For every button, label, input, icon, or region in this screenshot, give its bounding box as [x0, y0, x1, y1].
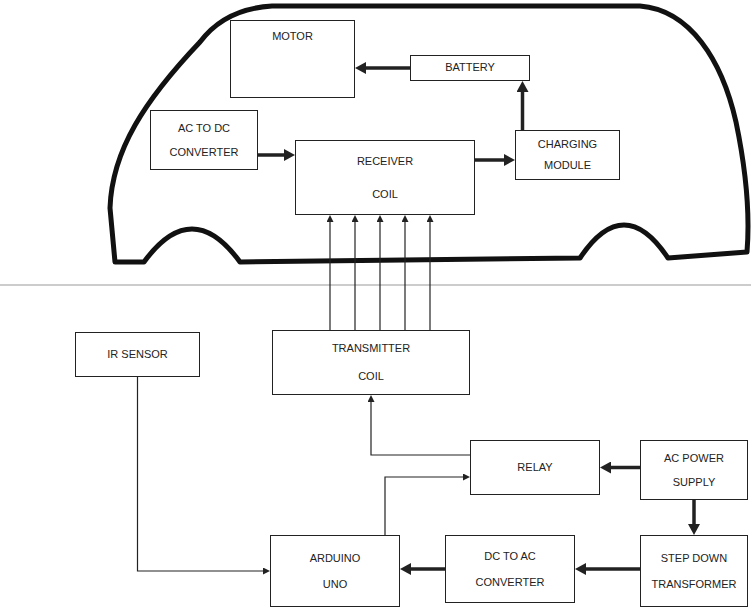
process-box: RELAY — [470, 440, 600, 495]
box-label: RELAY — [517, 459, 552, 477]
process-box: RECEIVER COIL — [295, 140, 475, 215]
process-box: AC TO DC CONVERTER — [150, 110, 258, 170]
process-box: AC POWER SUPPLY — [640, 440, 748, 500]
power-arrow — [475, 158, 504, 162]
power-arrow — [611, 466, 640, 470]
power-arrow — [366, 66, 410, 70]
box-label: STEP DOWN TRANSFORMER — [649, 545, 739, 598]
power-arrow — [411, 567, 445, 571]
box-label: TRANSMITTER COIL — [326, 335, 416, 390]
box-label: BATTERY — [445, 59, 495, 77]
signal-arrow — [371, 402, 470, 455]
box-label: MOTOR — [272, 25, 313, 47]
box-label: AC TO DC CONVERTER — [167, 116, 242, 164]
process-box: TRANSMITTER COIL — [272, 330, 470, 395]
signal-arrow — [404, 222, 405, 330]
connector-group — [138, 68, 695, 571]
box-label: AC POWER SUPPLY — [659, 446, 729, 494]
process-box: ARDUINO UNO — [270, 535, 400, 607]
power-arrow — [258, 153, 284, 157]
signal-arrow — [385, 477, 463, 535]
box-label: RECEIVER COIL — [349, 145, 422, 211]
car-outline — [110, 6, 748, 262]
process-box: IR SENSOR — [75, 332, 200, 377]
signal-arrow — [329, 222, 330, 330]
process-box: BATTERY — [410, 55, 530, 81]
signal-arrow — [379, 222, 380, 330]
box-label: IR SENSOR — [107, 346, 168, 364]
process-box: MOTOR — [230, 20, 355, 98]
ground-line — [0, 284, 751, 285]
signal-arrow — [354, 222, 355, 330]
box-label: ARDUINO UNO — [302, 545, 368, 598]
signal-arrow — [138, 377, 264, 571]
signal-arrow — [429, 222, 430, 330]
process-box: DC TO AC CONVERTER — [445, 535, 575, 603]
process-box: STEP DOWN TRANSFORMER — [640, 535, 748, 607]
box-label: CHARGING MODULE — [533, 134, 601, 176]
power-arrow — [692, 500, 696, 524]
box-label: DC TO AC CONVERTER — [473, 543, 548, 596]
power-arrow — [586, 567, 640, 571]
process-box: CHARGING MODULE — [515, 130, 620, 180]
power-arrow — [521, 92, 525, 130]
